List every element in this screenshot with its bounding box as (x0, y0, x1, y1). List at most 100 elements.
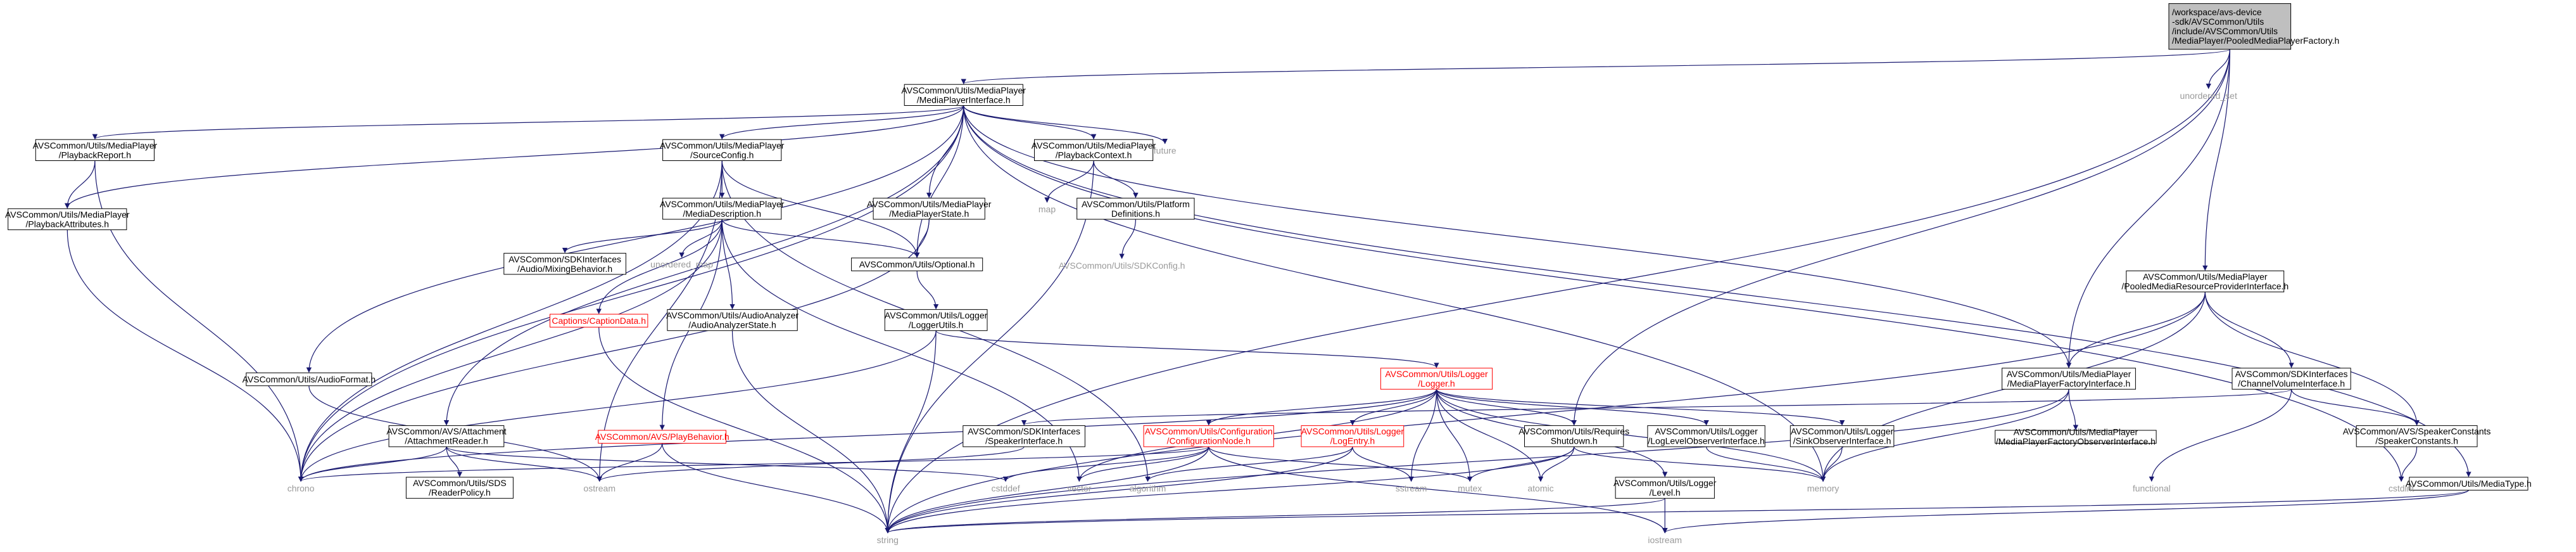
node-source-config[interactable]: AVSCommon/Utils/MediaPlayer/SourceConfig… (660, 139, 785, 161)
node-factory-iface[interactable]: AVSCommon/Utils/MediaPlayer/MediaPlayerF… (2002, 368, 2136, 390)
edge-root-to-requires_shutdown (1571, 49, 2230, 426)
node-label-playback-ctx-1: /PlaybackContext.h (1056, 150, 1132, 160)
node-speaker-consts[interactable]: AVSCommon/AVS/SpeakerConstants/SpeakerCo… (2343, 425, 2491, 447)
edge-play_behavior-to-ostream (597, 443, 663, 482)
node-sink-obs[interactable]: AVSCommon/Utils/Logger/SinkObserverInter… (1790, 425, 1895, 447)
edge-config_node-to-string (885, 446, 1209, 534)
node-label-source-config-1: /SourceConfig.h (690, 150, 754, 160)
node-log-level-obs[interactable]: AVSCommon/Utils/Logger/LogLevelObserverI… (1647, 425, 1765, 447)
edge-requires_shutdown-to-string (885, 446, 1575, 534)
node-unordered-map: unordered_map (650, 259, 713, 269)
node-box-factory-obs (1995, 430, 2157, 444)
node-label-root-3: /MediaPlayer/PooledMediaPlayerFactory.h (2172, 35, 2339, 46)
node-playback-report[interactable]: AVSCommon/Utils/MediaPlayer/PlaybackRepo… (33, 139, 158, 161)
node-optional[interactable]: AVSCommon/Utils/Optional.h (851, 257, 983, 271)
edge-source_config-to-optional (721, 160, 920, 258)
node-attach-reader[interactable]: AVSCommon/AVS/Attachment/AttachmentReade… (386, 425, 507, 447)
node-box-log-level-obs (1647, 425, 1765, 447)
edge-media_state-to-optional (914, 219, 930, 258)
node-mixing[interactable]: AVSCommon/SDKInterfaces/Audio/MixingBeha… (503, 253, 626, 275)
node-playback-attrs[interactable]: AVSCommon/Utils/MediaPlayer/PlaybackAttr… (5, 208, 130, 231)
edge-log_entry-to-sstream (1352, 446, 1414, 482)
node-label-platform-defs-0: AVSCommon/Utils/Platform (1082, 199, 1190, 209)
node-box-optional (851, 257, 983, 271)
edge-channel_vol-to-speaker_iface (1021, 388, 2292, 426)
node-media-type[interactable]: AVSCommon/Utils/MediaType.h (2406, 477, 2532, 491)
node-label-unordered-set-0: unordered_set (2180, 91, 2237, 101)
edge-mpi-to-memory (963, 105, 1826, 482)
edge-media_desc-to-optional (721, 219, 920, 258)
node-label-logger-utils-0: AVSCommon/Utils/Logger (885, 311, 988, 321)
edge-logger-to-sink_obs (1436, 388, 1845, 426)
node-box-sink-obs (1790, 425, 1895, 447)
edge-mpi-to-optional (914, 105, 964, 258)
node-mpi[interactable]: AVSCommon/Utils/MediaPlayer/MediaPlayerI… (901, 84, 1026, 106)
edge-logger-to-sstream (1408, 389, 1437, 482)
node-box-platform-defs (1076, 198, 1195, 220)
node-config-node[interactable]: AVSCommon/Utils/Configuration/Configurat… (1143, 425, 1274, 447)
node-label-speaker-consts-0: AVSCommon/AVS/SpeakerConstants (2343, 427, 2491, 437)
node-play-behavior[interactable]: AVSCommon/AVS/PlayBehavior.h (595, 430, 729, 444)
edge-log_entry-to-algorithm (1145, 446, 1353, 482)
node-channel-vol[interactable]: AVSCommon/SDKInterfaces/ChannelVolumeInt… (2232, 368, 2351, 390)
node-label-playback-report-0: AVSCommon/Utils/MediaPlayer (33, 140, 158, 150)
edge-factory_iface-to-factory_obs (2068, 389, 2079, 430)
node-media-state[interactable]: AVSCommon/Utils/MediaPlayer/MediaPlayerS… (867, 198, 992, 220)
node-logger-utils[interactable]: AVSCommon/Utils/Logger/LoggerUtils.h (884, 309, 988, 331)
edge-log_entry-to-string (885, 446, 1353, 534)
edge-mpi-to-future (963, 105, 1168, 144)
node-label-analyzer-1: /AudioAnalyzerState.h (688, 320, 776, 330)
edge-sink_obs-to-memory (1820, 446, 1843, 482)
node-log-entry[interactable]: AVSCommon/Utils/Logger/LogEntry.h (1301, 425, 1405, 447)
edge-requires_shutdown-to-memory (1574, 446, 1826, 482)
node-label-media-state-0: AVSCommon/Utils/MediaPlayer (867, 199, 992, 209)
edge-root-to-string (885, 49, 2230, 534)
edge-config_node-to-mutex (1208, 446, 1473, 482)
node-iostream: iostream (1648, 535, 1682, 545)
node-chrono: chrono (287, 484, 315, 494)
node-media-desc[interactable]: AVSCommon/Utils/MediaPlayer/MediaDescrip… (660, 198, 785, 220)
node-playback-ctx[interactable]: AVSCommon/Utils/MediaPlayer/PlaybackCont… (1032, 139, 1156, 161)
edge-logger-to-requires_shutdown (1436, 389, 1577, 426)
edge-log_level_obs-to-memory (1706, 446, 1826, 482)
node-box-analyzer (667, 309, 798, 331)
node-atomic: atomic (1527, 484, 1553, 494)
edge-logger-to-mutex (1436, 389, 1473, 482)
node-label-optional-0: AVSCommon/Utils/Optional.h (859, 259, 975, 269)
node-label-channel-vol-1: /ChannelVolumeInterface.h (2238, 378, 2345, 388)
node-root[interactable]: /workspace/avs-device-sdk/AVSCommon/Util… (2168, 3, 2339, 50)
node-label-playback-attrs-1: /PlaybackAttributes.h (26, 219, 110, 229)
node-sds-reader[interactable]: AVSCommon/Utils/SDS/ReaderPolicy.h (405, 477, 514, 499)
edge-mpi-to-audio_format (306, 105, 964, 373)
edge-media_desc-to-unordered_map (679, 219, 723, 258)
node-box-playback-ctx (1034, 139, 1154, 161)
node-factory-obs[interactable]: AVSCommon/Utils/MediaPlayer/MediaPlayerF… (1995, 427, 2157, 447)
node-audio-format[interactable]: AVSCommon/Utils/AudioFormat.h (243, 372, 376, 387)
edge-logger_utils-to-logger (935, 330, 1439, 368)
node-string: string (877, 535, 899, 545)
node-speaker-iface[interactable]: AVSCommon/SDKInterfaces/SpeakerInterface… (963, 425, 1085, 447)
node-box-play-behavior (598, 430, 726, 444)
node-label-chrono-0: chrono (287, 484, 315, 494)
node-logger[interactable]: AVSCommon/Utils/Logger/Logger.h (1380, 368, 1493, 390)
edge-mpi-to-playback_ctx (963, 105, 1097, 140)
edge-mpi-to-attach_reader (443, 105, 964, 426)
node-box-source-config (662, 139, 782, 161)
node-label-mixing-0: AVSCommon/SDKInterfaces (508, 254, 621, 264)
node-label-mpi-1: /MediaPlayerInterface.h (917, 94, 1011, 105)
node-label-cstdint-0: cstdint (2389, 484, 2415, 494)
node-box-requires-shutdown (1524, 425, 1624, 447)
node-label-sds-reader-0: AVSCommon/Utils/SDS (413, 478, 507, 488)
edge-speaker_consts-to-cstdint (2398, 446, 2418, 482)
node-pooled-res[interactable]: AVSCommon/Utils/MediaPlayer/PooledMediaR… (2121, 270, 2289, 293)
node-caption[interactable]: Captions/CaptionData.h (550, 314, 648, 328)
node-level[interactable]: AVSCommon/Utils/Logger/Level.h (1613, 477, 1717, 499)
edge-playback_attrs-to-chrono (66, 229, 304, 482)
node-analyzer[interactable]: AVSCommon/Utils/AudioAnalyzer/AudioAnaly… (666, 309, 799, 331)
node-label-factory-obs-1: /MediaPlayerFactoryObserverInterface.h (1996, 437, 2156, 447)
node-label-speaker-iface-1: /SpeakerInterface.h (985, 436, 1063, 446)
node-label-factory-obs-0: AVSCommon/Utils/MediaPlayer (2014, 427, 2138, 437)
node-future: future (1154, 146, 1177, 156)
